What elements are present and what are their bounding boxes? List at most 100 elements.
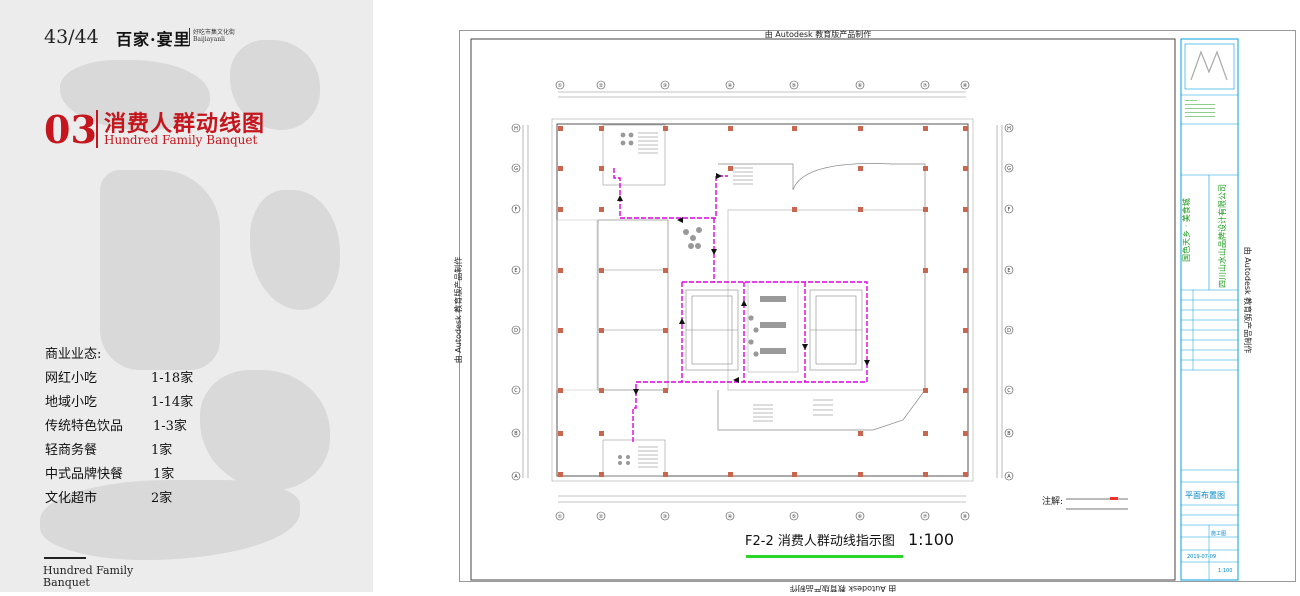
note-text-line (1066, 498, 1128, 500)
brand-logo: 百家·宴里 (116, 30, 191, 49)
business-count: 1-18家 (151, 371, 194, 386)
grid-row-label: H (514, 126, 518, 132)
floor-plan-svg: 由 Autodesk 教育版产品制作 由 Autodesk 教育版产品制作 由 … (453, 29, 1296, 594)
grid-column-label: ⑦ (923, 83, 928, 89)
grid-column-marker: ③ (660, 80, 670, 90)
watermark-bottom: 由 Autodesk 教育版产品制作 (790, 584, 896, 592)
grid-row-label: E (1007, 268, 1010, 274)
drawing-phase: 施工图 (1211, 530, 1226, 537)
title-block-rows (1181, 290, 1238, 580)
list-item: 中式品牌快餐 1家 (45, 465, 265, 489)
footer-text: Hundred Family Banquet (43, 565, 163, 589)
grid-row-marker: G (1004, 163, 1014, 173)
note-marker (1110, 497, 1118, 500)
grid-column-label: ① (558, 514, 563, 520)
grid-row-label: C (514, 388, 518, 394)
grid-column-marker: ⑧ (960, 80, 970, 90)
business-name: 中式品牌快餐 (45, 467, 124, 482)
list-item: 网红小吃 1-18家 (45, 369, 265, 393)
grid-row-label: E (514, 268, 517, 274)
grid-column-marker: ② (596, 80, 606, 90)
grid-row-label: A (514, 474, 518, 480)
business-name: 传统特色饮品 (45, 419, 124, 434)
grid-column-marker: ③ (660, 511, 670, 521)
grid-column-marker: ⑧ (960, 511, 970, 521)
section-number: 03 (44, 107, 97, 152)
drawing-date: 2019-07-09 (1187, 554, 1216, 560)
project-name: 国色天乡 · 美食城 (1181, 198, 1191, 262)
grid-column-marker: ⑦ (920, 80, 930, 90)
grid-row-label: A (1007, 474, 1011, 480)
grid-axes: ① ② ③ ④ ⑤ ⑥ ⑦ ⑧ ① ② ③ ④ ⑤ ⑥ ⑦ ⑧ A B C D … (511, 80, 1014, 521)
grid-column-label: ① (558, 83, 563, 89)
grid-column-marker: ⑤ (789, 80, 799, 90)
footer-rule (44, 557, 86, 559)
grid-row-marker: F (511, 204, 521, 214)
dimension-lines (522, 91, 1003, 503)
grid-row-label: H (1007, 126, 1011, 132)
title-block-note-lines (1185, 100, 1215, 117)
grid-column-marker: ⑥ (855, 511, 865, 521)
brand-divider (189, 28, 190, 46)
business-name: 轻商务餐 (45, 443, 98, 458)
grid-column-label: ⑧ (963, 83, 968, 89)
plan-scale: 1:100 (908, 530, 954, 549)
business-name: 文化超市 (45, 491, 98, 506)
grid-row-marker: A (511, 471, 521, 481)
watermark-left: 由 Autodesk 教育版产品制作 (453, 257, 463, 363)
watermark-top: 由 Autodesk 教育版产品制作 (765, 29, 871, 39)
grid-column-marker: ⑤ (789, 511, 799, 521)
grid-row-marker: H (511, 123, 521, 133)
grid-row-marker: E (1004, 265, 1014, 275)
grid-row-label: D (1007, 328, 1011, 334)
court-outlines (685, 281, 863, 373)
grid-row-marker: F (1004, 204, 1014, 214)
grid-column-label: ② (599, 514, 604, 520)
company-logo-icon (1190, 50, 1228, 81)
section-subtitle: Hundred Family Banquet (104, 133, 258, 147)
business-heading: 商业业态: (45, 347, 102, 362)
grid-row-label: F (1008, 207, 1011, 213)
plan-title: F2-2 消费人群动线指示图 (745, 534, 895, 549)
stair-hatching (638, 132, 833, 468)
business-count: 1家 (153, 467, 175, 482)
title-block-scale: 1:100 (1218, 568, 1232, 574)
table-blocks (618, 132, 786, 465)
business-name: 网红小吃 (45, 371, 98, 386)
grid-row-label: B (1007, 431, 1011, 437)
grid-column-label: ④ (728, 514, 733, 520)
footer-line-2: Banquet (43, 576, 90, 589)
grid-row-label: C (1007, 388, 1011, 394)
section-title: 消费人群动线图 (104, 111, 266, 137)
frame-line (459, 30, 1296, 31)
grid-column-marker: ⑦ (920, 511, 930, 521)
grid-row-label: G (1007, 166, 1011, 172)
brush-stroke-decoration (100, 170, 220, 370)
grid-row-marker: C (1004, 385, 1014, 395)
grid-row-label: F (515, 207, 518, 213)
grid-row-label: B (514, 431, 518, 437)
title-block-border (1180, 38, 1239, 581)
structural-columns (558, 126, 968, 477)
grid-row-label: G (514, 166, 518, 172)
frame-line (459, 30, 460, 582)
building-walls (551, 118, 974, 482)
grid-row-marker: D (511, 325, 521, 335)
circulation-route (613, 168, 868, 442)
route-arrows (617, 173, 870, 395)
grid-column-label: ⑧ (963, 514, 968, 520)
company-name: 四川山水山品牌设计有限公司 (1217, 184, 1227, 288)
brand-pinyin: Baijiayanli (193, 36, 225, 43)
grid-row-marker: C (511, 385, 521, 395)
brush-stroke-decoration (60, 60, 210, 130)
grid-column-marker: ① (555, 511, 565, 521)
frame-line (459, 581, 1296, 582)
grid-column-label: ⑥ (858, 514, 863, 520)
grid-row-marker: D (1004, 325, 1014, 335)
grid-column-label: ④ (728, 83, 733, 89)
watermark-right: 由 Autodesk 教育版产品制作 (1243, 247, 1253, 353)
grid-column-label: ③ (663, 83, 667, 89)
